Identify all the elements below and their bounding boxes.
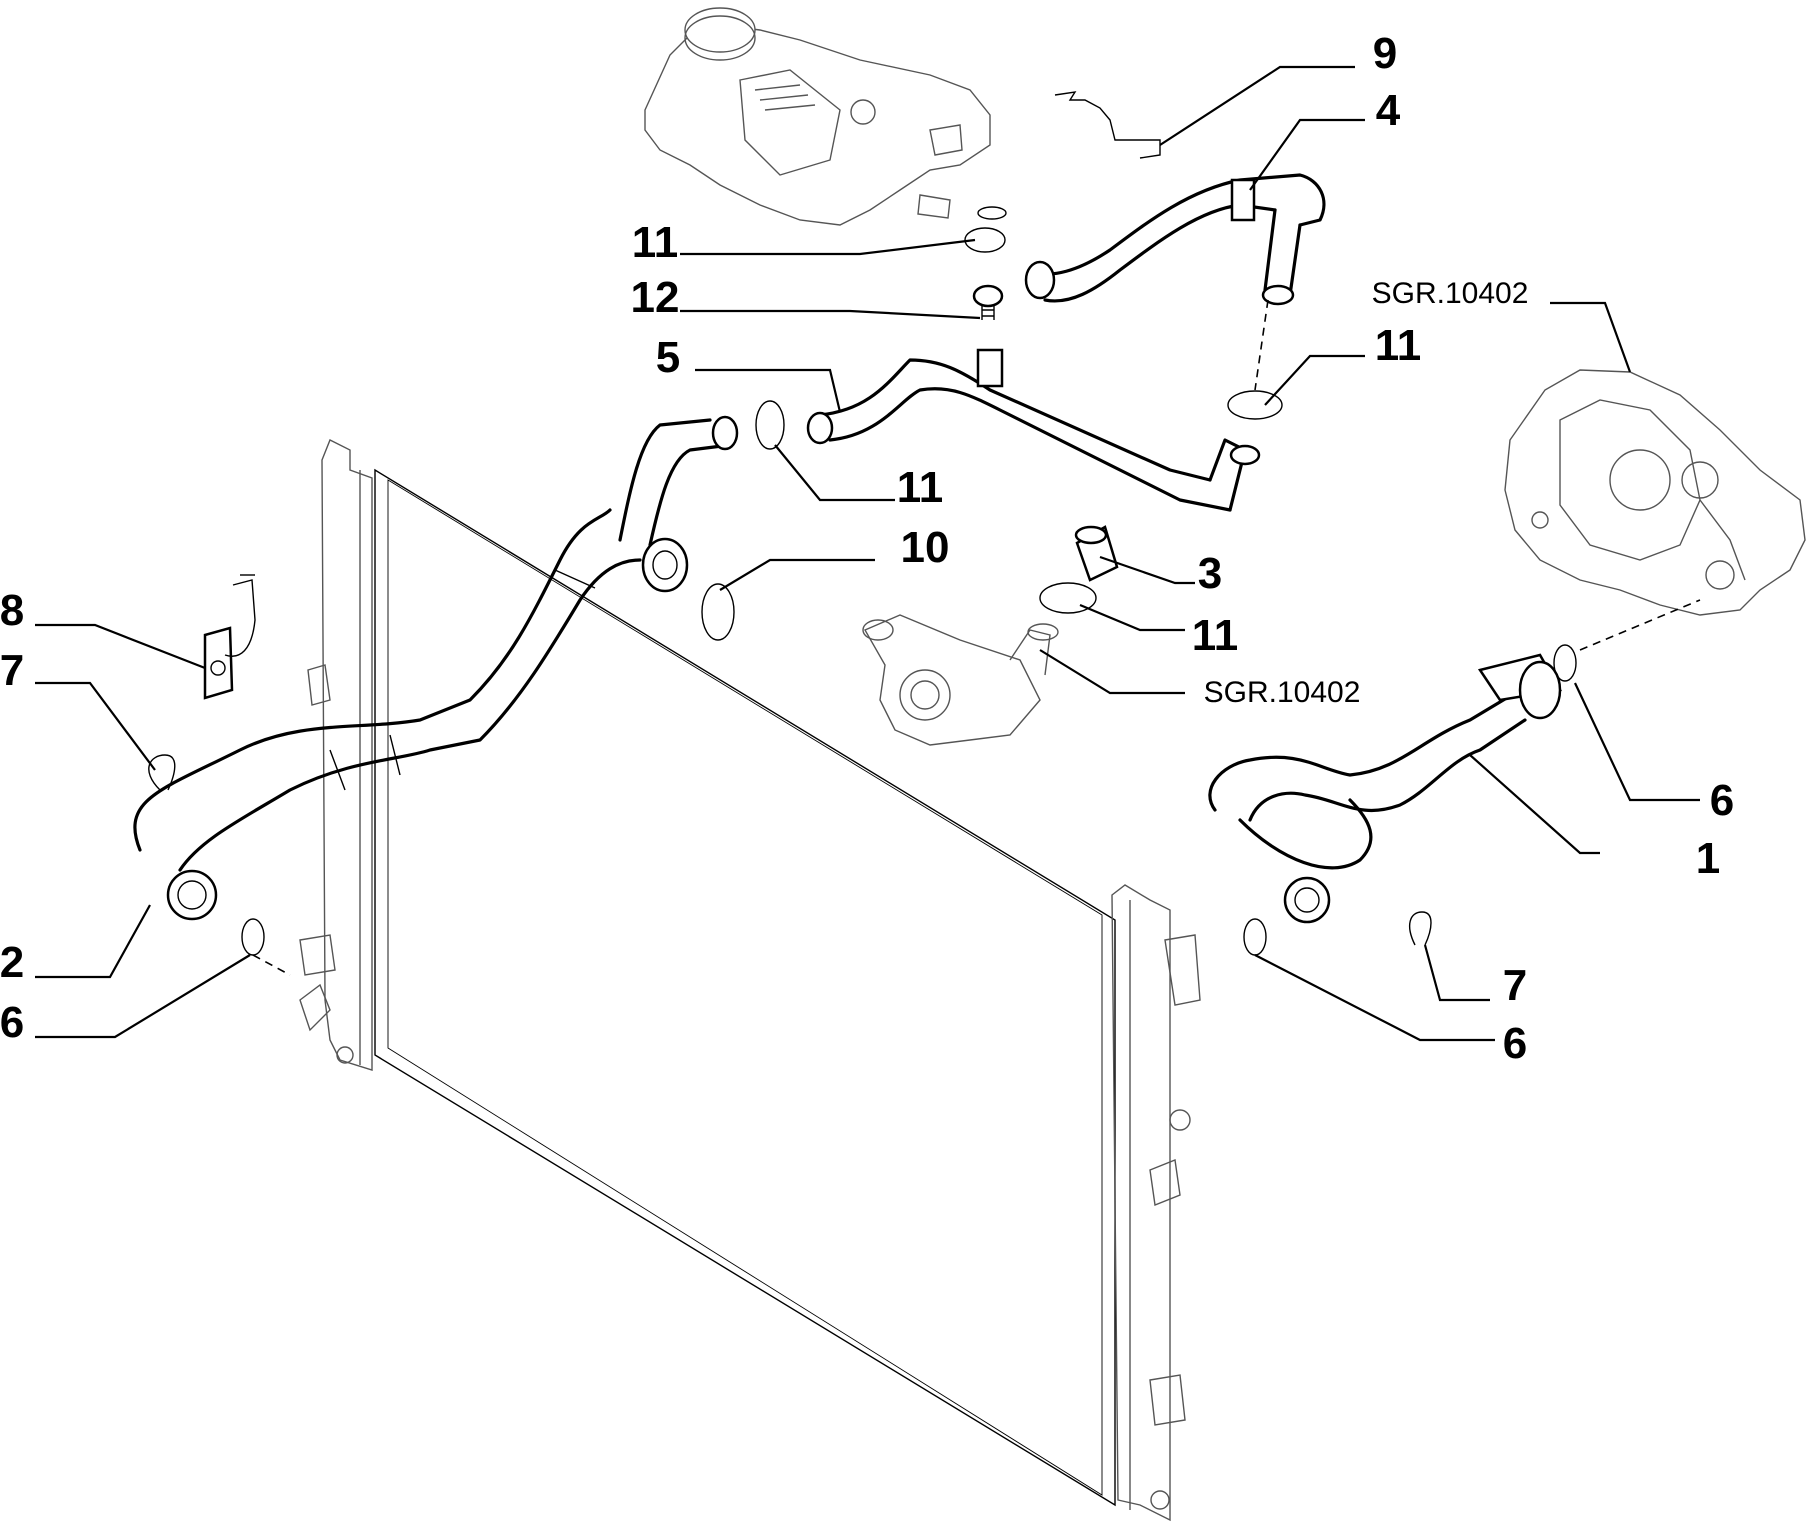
pipe-5 [806, 348, 1261, 512]
callout-12: 12 [631, 273, 680, 322]
callout-11-right: 11 [1375, 321, 1422, 370]
hose-2 [133, 508, 642, 921]
bolt-12 [972, 284, 1004, 320]
callout-6-right: 6 [1710, 776, 1734, 825]
callout-7-right: 7 [1503, 961, 1527, 1010]
part-8-bracket [203, 574, 256, 700]
reference-sgr-thermostat: SGR.10402 [1204, 676, 1361, 709]
clamp-11-center [1039, 582, 1097, 614]
callout-labels: 1 2 3 4 5 6 6 6 7 7 8 9 10 11 11 11 11 1… [0, 29, 1734, 1068]
leader-lines [35, 65, 1700, 1042]
o-ring-6-right [1553, 644, 1577, 682]
o-ring-6-center [1243, 918, 1267, 956]
thermostat-housing [862, 614, 1059, 746]
clamp-10 [701, 583, 735, 641]
callout-11-center: 11 [1192, 611, 1239, 660]
callout-10: 10 [901, 523, 950, 572]
callout-9: 9 [1373, 29, 1397, 78]
callout-6-center: 6 [1503, 1019, 1527, 1068]
hose-4 [1024, 173, 1326, 306]
callout-5: 5 [656, 333, 680, 382]
callout-1: 1 [1696, 834, 1720, 883]
callout-8: 8 [0, 586, 24, 635]
reference-sgr-pump: SGR.10402 [1372, 277, 1529, 310]
clamp-11-top [964, 206, 1007, 253]
clamp-11-right [1227, 390, 1283, 420]
o-ring-6-left [241, 918, 265, 956]
callout-2: 2 [0, 938, 24, 987]
hose-1 [1208, 653, 1562, 924]
callout-6-left: 6 [0, 998, 24, 1047]
part-9-clip [1054, 91, 1161, 159]
part-7-clip-left [148, 754, 176, 791]
callout-3: 3 [1198, 549, 1222, 598]
callout-7-left: 7 [0, 646, 24, 695]
water-pump [1504, 369, 1806, 616]
clamp-11-left [755, 400, 785, 450]
callout-11-top: 11 [632, 218, 679, 267]
radiator [299, 439, 1201, 1522]
callout-4: 4 [1376, 86, 1401, 135]
expansion-tank [644, 7, 991, 226]
part-3-sleeve [1074, 525, 1119, 582]
upper-hose [618, 415, 739, 593]
part-7-clip-right [1408, 911, 1432, 946]
callout-11-left: 11 [897, 463, 944, 512]
